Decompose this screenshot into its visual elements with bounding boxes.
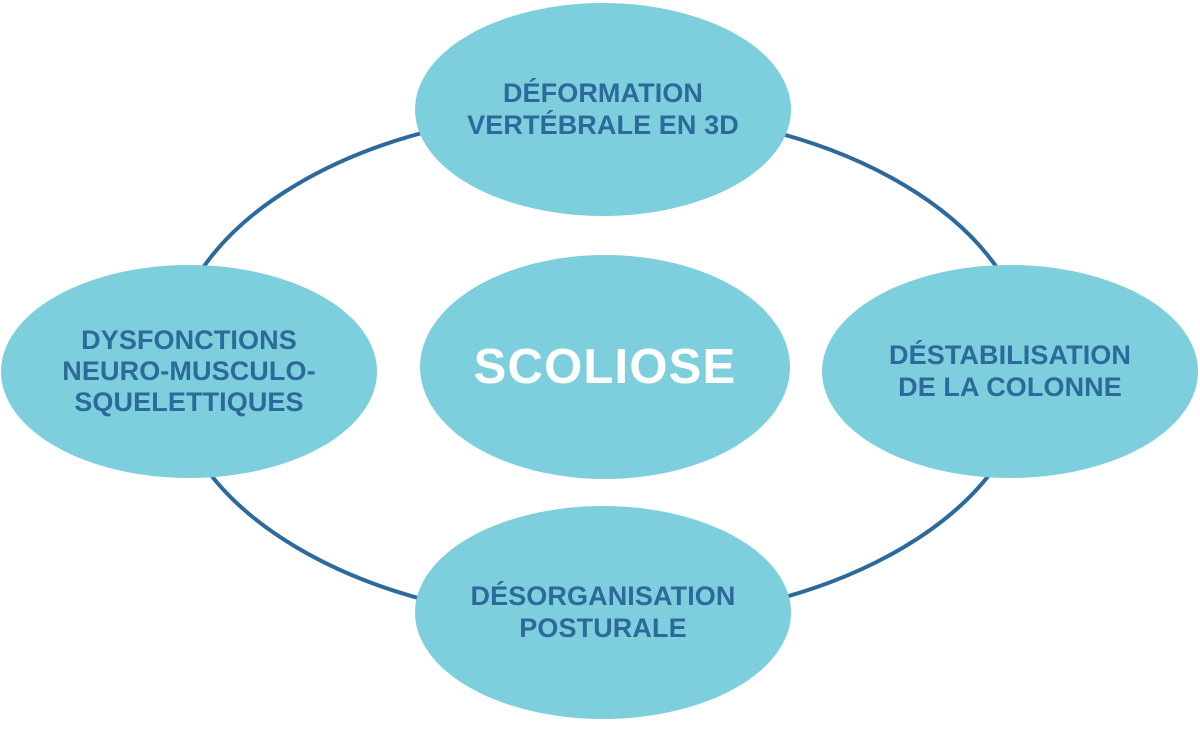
node-deformation-vertebrale[interactable]: DÉFORMATION VERTÉBRALE EN 3D	[415, 3, 791, 216]
node-dysfonctions-neuro-musculo-squelettiques[interactable]: DYSFONCTIONS NEURO-MUSCULO- SQUELETTIQUE…	[1, 265, 377, 478]
node-bottom-label: DÉSORGANISATION POSTURALE	[470, 581, 736, 643]
node-destabilisation-colonne[interactable]: DÉSTABILISATION DE LA COLONNE	[822, 265, 1198, 478]
node-right-label: DÉSTABILISATION DE LA COLONNE	[889, 340, 1131, 402]
node-scoliose-center[interactable]: SCOLIOSE	[420, 255, 790, 479]
node-left-label: DYSFONCTIONS NEURO-MUSCULO- SQUELETTIQUE…	[62, 324, 316, 418]
node-center-label: SCOLIOSE	[473, 339, 737, 394]
node-desorganisation-posturale[interactable]: DÉSORGANISATION POSTURALE	[415, 506, 791, 719]
node-top-label: DÉFORMATION VERTÉBRALE EN 3D	[467, 78, 739, 140]
